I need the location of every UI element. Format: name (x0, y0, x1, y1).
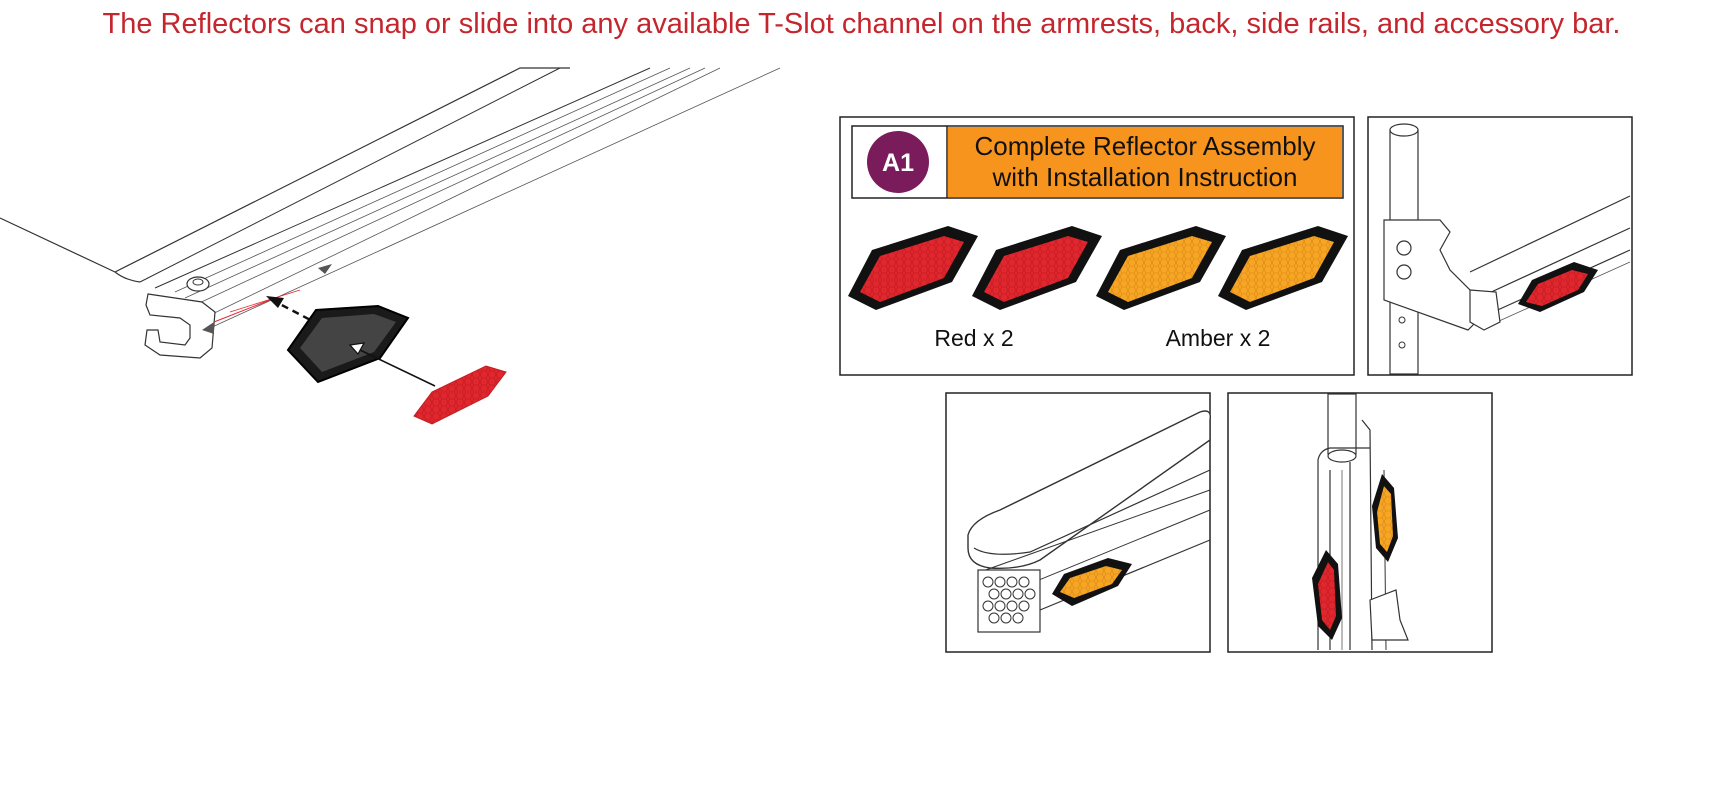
red-count-caption: Red x 2 (934, 325, 1013, 351)
kit-badge (867, 131, 929, 193)
kit-title-line1: Complete Reflector Assembly (974, 131, 1315, 161)
reflector-holder (286, 304, 410, 384)
amber-count-caption: Amber x 2 (1166, 325, 1271, 351)
back-post-panel (1227, 392, 1493, 653)
headline-text: The Reflectors can snap or slide into an… (102, 8, 1621, 40)
kit-red-reflector-2 (972, 226, 1102, 310)
red-reflector-insert (413, 365, 507, 425)
kit-amber-reflector-2 (1218, 226, 1348, 310)
rail-illustration (0, 67, 781, 359)
kit-title-line2: with Installation Instruction (992, 162, 1298, 192)
side-rail-panel (1367, 116, 1633, 376)
kit-amber-reflector-1 (1096, 226, 1226, 310)
kit-red-reflector-1 (848, 226, 978, 310)
armrest-panel (945, 392, 1211, 653)
kit-panel: A1 Complete Reflector Assembly with Inst… (839, 116, 1355, 376)
kit-badge-text: A1 (882, 149, 914, 177)
